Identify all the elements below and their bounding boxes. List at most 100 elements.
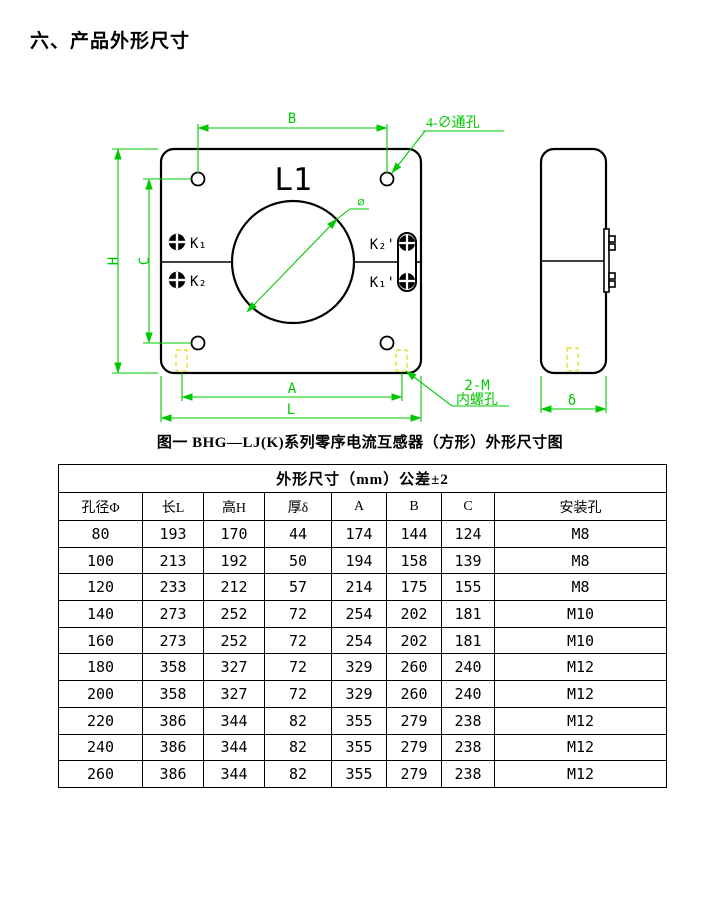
table-cell: 82 (264, 706, 332, 735)
table-cell: 202 (386, 626, 442, 655)
col-header-length: 长L (142, 492, 204, 521)
table-cell: 213 (142, 546, 204, 575)
terminal-k1-screw (168, 233, 186, 251)
dim-label-c: C (137, 257, 153, 265)
table-cell: 273 (142, 626, 204, 655)
table-cell: 80 (58, 520, 143, 548)
table-cell: 260 (386, 653, 442, 682)
table-cell: 181 (441, 626, 495, 655)
table-cell: 386 (142, 760, 204, 788)
table-cell: M12 (493, 733, 668, 762)
table-cell: 240 (441, 680, 495, 708)
table-cell: 181 (441, 600, 495, 628)
table-cell: 214 (331, 573, 387, 602)
table-cell: 192 (203, 546, 265, 575)
table-cell: 140 (58, 600, 143, 628)
terminal-k1-label: K₁ (190, 236, 207, 252)
col-header-thickness: 厚δ (264, 492, 332, 521)
table-cell: 344 (203, 760, 265, 788)
terminal-k2p-label: K₂' (370, 237, 395, 253)
table-cell: 72 (264, 680, 332, 708)
table-cell: 72 (264, 653, 332, 682)
col-header-height: 高H (203, 492, 265, 521)
table-cell: 238 (441, 760, 495, 788)
dim-label-h: H (106, 257, 122, 265)
through-hole-bottom-left (190, 335, 206, 351)
table-cell: 44 (264, 520, 332, 548)
table-cell: 160 (58, 626, 143, 655)
table-cell: 355 (331, 760, 387, 788)
table-cell: 358 (142, 653, 204, 682)
through-hole-bottom-right (379, 335, 395, 351)
table-cell: 279 (386, 733, 442, 762)
col-header-hole-diameter: 孔径Φ (58, 492, 143, 521)
table-header-row: 孔径Φ 长L 高H 厚δ A B C 安装孔 (58, 492, 668, 521)
center-hole (230, 199, 356, 325)
terminal-k2-screw (168, 271, 186, 289)
table-cell: 72 (264, 626, 332, 655)
table-title: 外形尺寸（mm）公差±2 (57, 464, 668, 493)
side-terminal-tab (608, 272, 616, 280)
dim-label-a: A (288, 381, 297, 397)
table-cell: 180 (58, 653, 143, 682)
table-cell: M12 (493, 706, 668, 735)
table-cell: 252 (203, 600, 265, 628)
side-terminal-plate (603, 228, 610, 293)
table-cell: 254 (331, 600, 387, 628)
through-hole-callout: 4-∅通孔 (426, 115, 480, 131)
table-cell: 238 (441, 706, 495, 735)
side-terminal-tab (608, 235, 616, 243)
table-cell: 260 (58, 760, 143, 788)
table-cell: 358 (142, 680, 204, 708)
terminal-k1p-screw (399, 273, 415, 289)
table-cell: M8 (493, 520, 668, 548)
dimension-drawing: L1 K₁ K₂ K₂' K₁' (0, 95, 720, 432)
table-cell: 155 (441, 573, 495, 602)
table-cell: 252 (203, 626, 265, 655)
col-header-mounting-hole: 安装孔 (493, 492, 668, 521)
table-cell: 254 (331, 626, 387, 655)
table-cell: 120 (58, 573, 143, 602)
table-cell: 158 (386, 546, 442, 575)
col-header-b: B (386, 492, 442, 521)
side-terminal-tab (608, 243, 616, 251)
table-cell: 193 (142, 520, 204, 548)
col-header-c: C (441, 492, 495, 521)
table-cell: 72 (264, 600, 332, 628)
table-cell: 212 (203, 573, 265, 602)
side-view (539, 147, 616, 375)
dim-label-l: L (287, 402, 295, 418)
table-cell: 344 (203, 733, 265, 762)
table-cell: 175 (386, 573, 442, 602)
table-cell: M12 (493, 680, 668, 708)
table-cell: 279 (386, 760, 442, 788)
terminal-k1p-label: K₁' (370, 275, 395, 291)
table-cell: 144 (386, 520, 442, 548)
table-cell: 233 (142, 573, 204, 602)
table-cell: 200 (58, 680, 143, 708)
table-cell: 100 (58, 546, 143, 575)
figure-caption: 图一 BHG—LJ(K)系列零序电流互感器（方形）外形尺寸图 (156, 435, 564, 451)
table-title-row: 外形尺寸（mm）公差±2 (57, 464, 668, 493)
through-hole-top-right (379, 171, 395, 187)
transformer-outline-diagram: L1 K₁ K₂ K₂' K₁' (106, 111, 616, 422)
table-cell: 329 (331, 653, 387, 682)
table-cell: M8 (493, 573, 668, 602)
table-cell: 327 (203, 680, 265, 708)
table-cell: M12 (493, 653, 668, 682)
table-cell: 82 (264, 733, 332, 762)
table-cell: M10 (493, 600, 668, 628)
page-title: 六、产品外形尺寸 (30, 31, 191, 52)
table-cell: 327 (203, 653, 265, 682)
table-cell: M12 (493, 760, 668, 788)
part-label: L1 (274, 162, 311, 198)
terminal-k2p-screw (399, 235, 415, 251)
through-hole-top-left (190, 171, 206, 187)
